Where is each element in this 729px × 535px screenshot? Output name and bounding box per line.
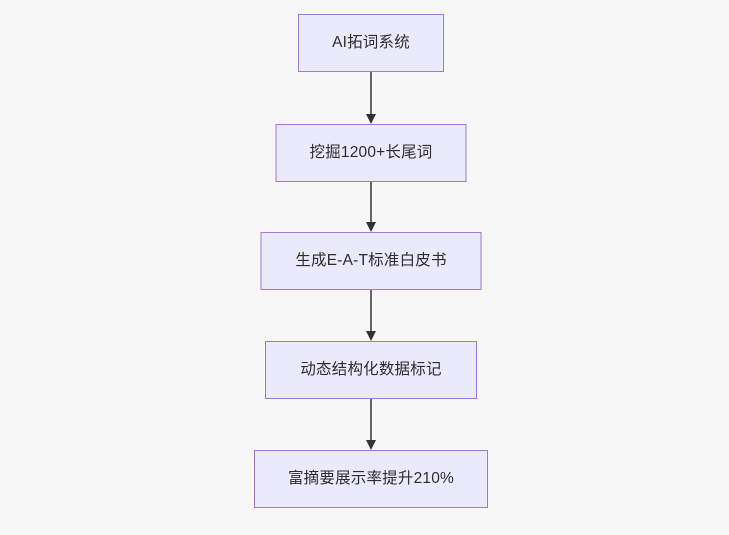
arrowhead-down-icon — [366, 440, 376, 450]
arrowhead-down-icon — [366, 331, 376, 341]
node-label: 动态结构化数据标记 — [300, 360, 442, 378]
flowchart-node-rich-snippet-rate-increase[interactable]: 富摘要展示率提升210% — [254, 450, 488, 508]
flowchart-node-mine-longtail-keywords[interactable]: 挖掘1200+长尾词 — [275, 124, 467, 182]
edge-line — [370, 290, 372, 331]
flowchart-node-ai-keyword-system[interactable]: AI拓词系统 — [298, 14, 444, 72]
edge-line — [370, 72, 372, 114]
flowchart-node-dynamic-structured-data-markup[interactable]: 动态结构化数据标记 — [265, 341, 477, 399]
edge-line — [370, 399, 372, 440]
node-label: AI拓词系统 — [332, 33, 410, 51]
edge-n1-n2 — [364, 72, 378, 124]
arrowhead-down-icon — [366, 114, 376, 124]
edge-line — [370, 182, 372, 222]
edge-n4-n5 — [364, 399, 378, 450]
edge-n2-n3 — [364, 182, 378, 232]
node-label: 挖掘1200+长尾词 — [309, 143, 433, 161]
edge-n3-n4 — [364, 290, 378, 341]
flowchart-node-generate-eat-whitepaper[interactable]: 生成E-A-T标准白皮书 — [260, 232, 482, 290]
arrowhead-down-icon — [366, 222, 376, 232]
node-label: 富摘要展示率提升210% — [287, 469, 455, 487]
node-label: 生成E-A-T标准白皮书 — [295, 251, 447, 269]
